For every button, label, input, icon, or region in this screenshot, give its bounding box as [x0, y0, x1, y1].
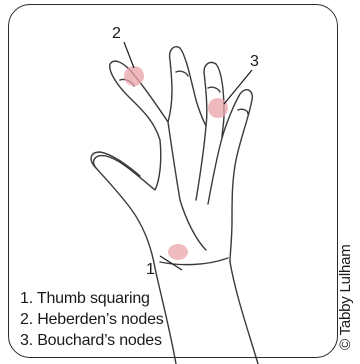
legend-label: Heberden’s nodes	[37, 311, 163, 328]
legend-item: 2Heberden’s nodes	[20, 309, 164, 330]
bouchard-node-marker	[208, 98, 228, 118]
heberden-node-marker	[124, 66, 144, 86]
legend-number: 2	[20, 311, 37, 328]
callout-2-leader	[124, 42, 134, 68]
legend-label: Bouchard’s nodes	[37, 332, 162, 349]
callout-1-number: 1	[146, 262, 155, 278]
legend-number: 1	[20, 290, 37, 307]
copyright-credit: © Tabby Lulham	[337, 244, 354, 350]
legend-number: 3	[20, 332, 37, 349]
callout-3-number: 3	[250, 54, 259, 70]
legend-label: Thumb squaring	[37, 290, 150, 307]
legend-item: 1Thumb squaring	[20, 288, 164, 309]
legend: 1Thumb squaring 2Heberden’s nodes 3Bouch…	[20, 288, 164, 351]
callout-2-number: 2	[112, 26, 121, 42]
thumb-squaring-marker	[168, 244, 188, 260]
legend-item: 3Bouchard’s nodes	[20, 330, 164, 351]
forearm-outline	[155, 262, 258, 364]
